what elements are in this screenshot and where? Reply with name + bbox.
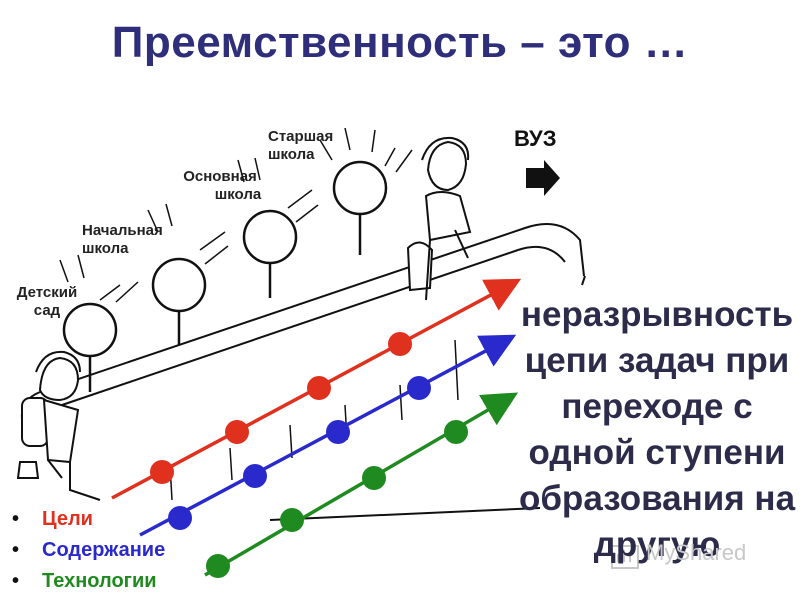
content-node-3 [326,420,350,444]
watermark-icon [611,545,639,569]
light-rays [59,127,413,303]
legend-label-goals: Цели [42,508,93,530]
content-chain [139,334,517,537]
legend-item-technology: •Технологии [12,570,157,592]
escalator-steps [169,339,459,501]
goals-node-2 [225,420,249,444]
technology-node-1 [206,554,230,578]
legend-label-technology: Технологии [42,570,157,592]
goals-node-4 [388,332,412,356]
teen-figure [406,136,472,301]
goals-node-3 [307,376,331,400]
legend: •Цели •Содержание •Технологии [12,504,165,597]
content-node-2 [243,464,267,488]
page-title: Преемственность – это … [111,18,689,67]
escalator [20,223,586,521]
stage-lamp-3 [242,209,298,298]
technology-node-2 [280,508,304,532]
vuz-arrow [526,160,560,196]
technology-node-3 [362,466,386,490]
technology-node-4 [444,420,468,444]
child-figure [16,350,81,479]
technology-chain [204,392,519,578]
stage-lamp-2 [151,257,207,345]
content-node-1 [168,506,192,530]
content-node-4 [407,376,431,400]
stage-lamp-1 [62,302,118,392]
legend-label-content: Содержание [42,539,166,561]
goals-node-1 [150,460,174,484]
vuz-label: ВУЗ [514,126,557,151]
legend-item-content: •Содержание [12,539,166,561]
goals-chain [111,278,522,500]
description-text: неразрывность цепи задач при переходе с … [518,295,796,564]
stage-lamp-4 [332,160,388,255]
legend-item-goals: •Цели [12,508,93,530]
watermark-text: MyShared [646,540,747,565]
